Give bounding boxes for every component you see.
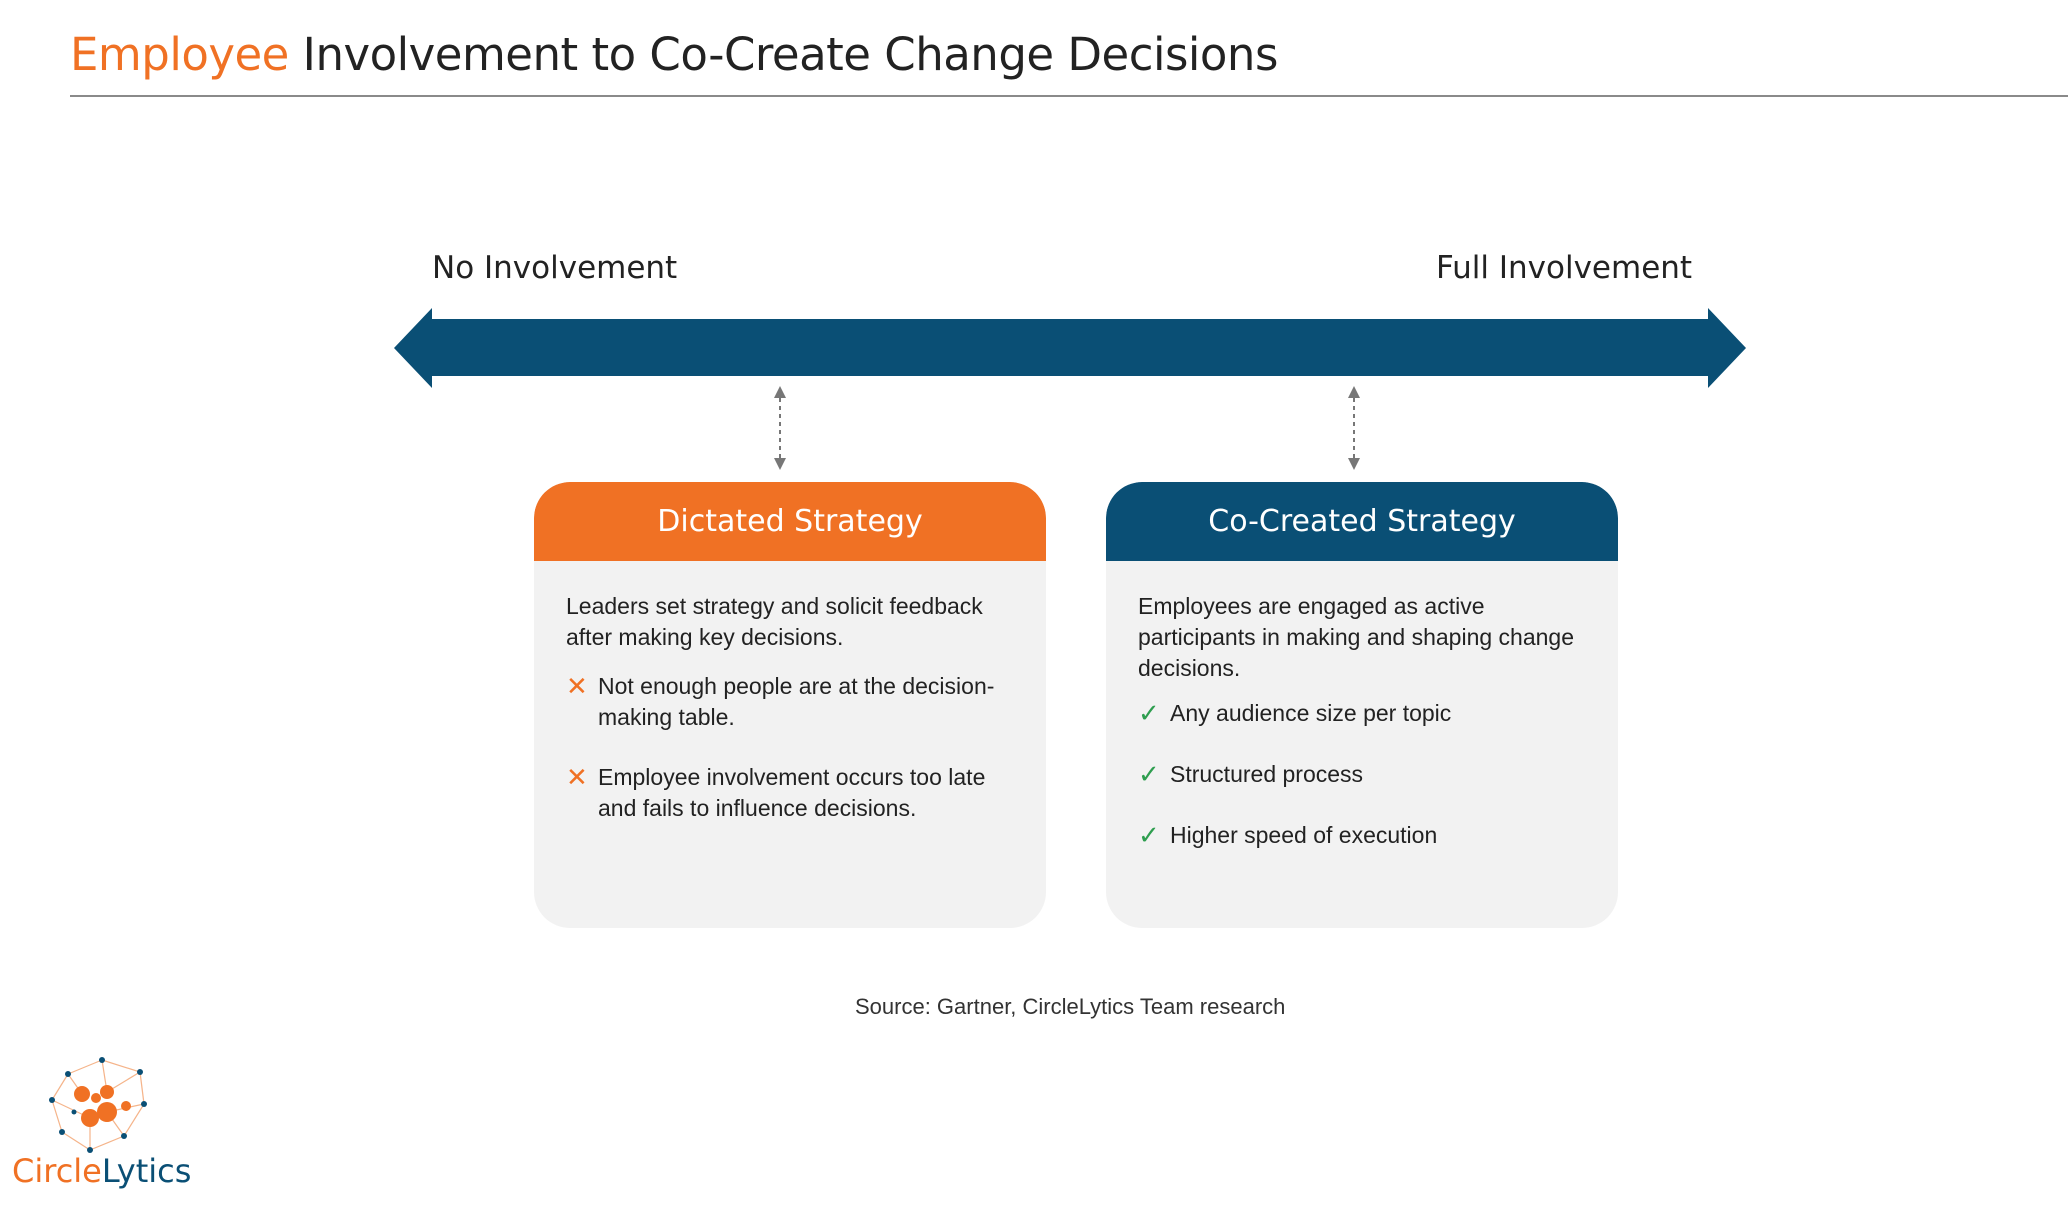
co-created-strategy-body: Employees are engaged as active particip… <box>1106 561 1618 851</box>
dictated-strategy-intro: Leaders set strategy and solicit feedbac… <box>566 593 983 650</box>
list-item-text: Higher speed of execution <box>1170 822 1438 848</box>
list-item: ✓ Structured process <box>1138 759 1588 790</box>
dictated-strategy-body: Leaders set strategy and solicit feedbac… <box>534 561 1046 824</box>
logo-wordmark-part2: Lytics <box>101 1152 192 1190</box>
check-mark-icon: ✓ <box>1138 759 1160 789</box>
involvement-scale-arrow <box>394 308 1746 388</box>
logo-wordmark-part1: Circle <box>12 1152 102 1190</box>
check-mark-icon: ✓ <box>1138 698 1160 728</box>
scale-right-label: Full Involvement <box>1436 250 1693 286</box>
network-nodes-logo-icon <box>49 1057 147 1153</box>
list-item: ✕ Not enough people are at the decision-… <box>566 671 1016 733</box>
double-headed-arrow-shape <box>394 308 1746 388</box>
co-created-strategy-intro: Employees are engaged as active particip… <box>1138 593 1575 681</box>
page-title-accent: Employee <box>70 28 289 81</box>
connector-left <box>774 386 786 470</box>
list-item: ✓ Higher speed of execution <box>1138 820 1588 851</box>
co-created-strategy-header: Co-Created Strategy <box>1106 482 1618 561</box>
list-item-text: Any audience size per topic <box>1170 700 1452 726</box>
x-mark-icon: ✕ <box>566 762 588 792</box>
dictated-strategy-card: Dictated Strategy Leaders set strategy a… <box>534 482 1046 928</box>
x-mark-icon: ✕ <box>566 671 588 701</box>
scale-left-label: No Involvement <box>432 250 678 286</box>
dictated-strategy-header: Dictated Strategy <box>534 482 1046 561</box>
list-item-text: Not enough people are at the decision-ma… <box>598 673 995 730</box>
page-title-rest: Involvement to Co-Create Change Decision… <box>288 28 1279 81</box>
list-item-text: Employee involvement occurs too late and… <box>598 764 986 821</box>
title-divider <box>70 95 2068 97</box>
list-item: ✕ Employee involvement occurs too late a… <box>566 762 1016 824</box>
source-note: Source: Gartner, CircleLytics Team resea… <box>855 994 1286 1019</box>
list-item-text: Structured process <box>1170 761 1364 787</box>
logo-wordmark: CircleLytics <box>12 1152 191 1190</box>
connector-right <box>1348 386 1360 470</box>
check-mark-icon: ✓ <box>1138 820 1160 850</box>
list-item: ✓ Any audience size per topic <box>1138 698 1588 729</box>
page-title: Employee Involvement to Co-Create Change… <box>70 28 1278 81</box>
co-created-strategy-card: Co-Created Strategy Employees are engage… <box>1106 482 1618 928</box>
